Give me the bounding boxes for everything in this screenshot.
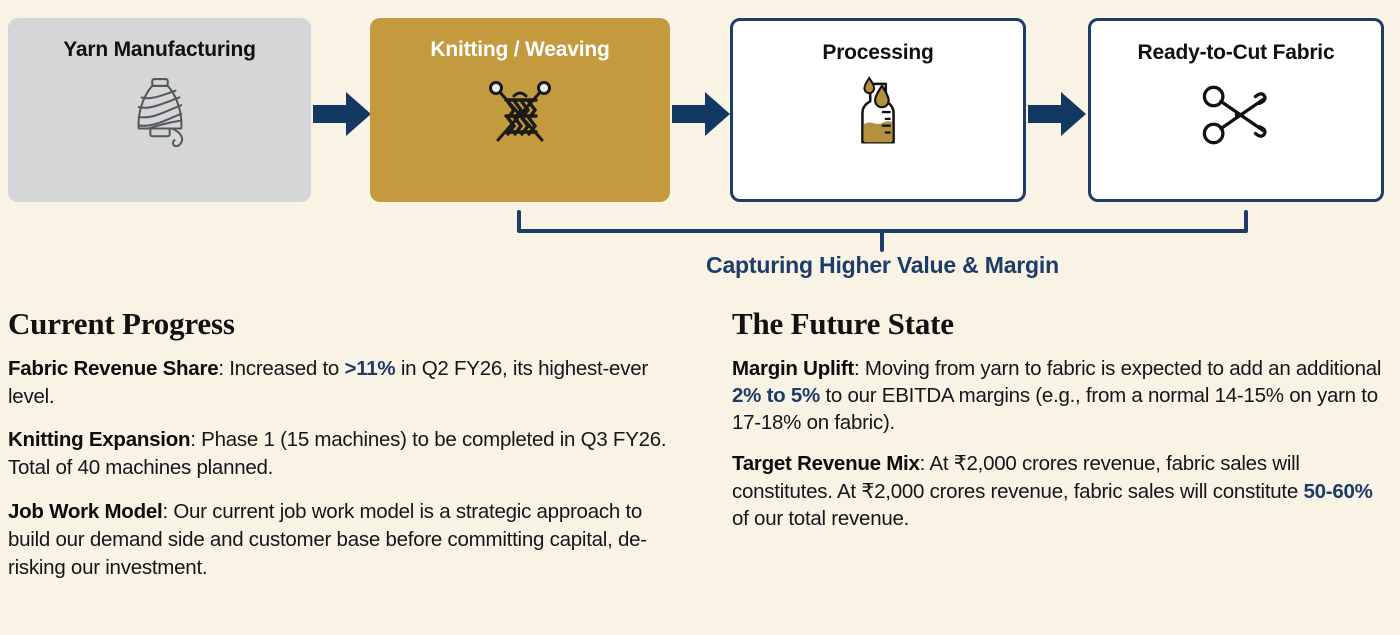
highlighted-metric: >11%	[344, 356, 396, 380]
beaker-droplet-icon	[835, 72, 921, 158]
paragraph-lead-label: Target Revenue Mix	[732, 452, 920, 476]
paragraph-text: to our EBITDA margins (e.g., from a norm…	[732, 383, 1378, 435]
yarn-spool-icon	[117, 69, 203, 155]
value-capture-bracket	[515, 208, 1250, 256]
flow-step-yarn-manufacturing[interactable]: Yarn Manufacturing	[8, 18, 311, 202]
arrow-processing-to-fabric	[1028, 92, 1086, 136]
flow-step-label: Processing	[822, 41, 934, 64]
column-current-progress: Current Progress Fabric Revenue Share: I…	[8, 306, 678, 598]
paragraph-text: : Moving from yarn to fabric is expected…	[854, 356, 1382, 380]
paragraph-text: : At ₹2,000 crores revenue, fabric sales…	[732, 452, 1304, 503]
flow-step-ready-to-cut-fabric[interactable]: Ready-to-Cut Fabric	[1088, 18, 1384, 202]
column-heading: Current Progress	[8, 306, 235, 341]
column-future-state: The Future State Margin Uplift: Moving f…	[732, 306, 1392, 546]
paragraph-list: Fabric Revenue Share: Increased to >11% …	[8, 355, 678, 583]
column-heading: The Future State	[732, 306, 954, 341]
paragraph-text: : Increased to	[218, 356, 345, 380]
body-paragraph: Margin Uplift: Moving from yarn to fabri…	[732, 355, 1392, 437]
paragraph-text: : Our current job work model is a strate…	[8, 499, 647, 580]
bracket-caption: Capturing Higher Value & Margin	[706, 252, 1059, 278]
paragraph-text: in Q2 FY26, its highest-ever level.	[8, 356, 648, 408]
highlighted-metric: 2% to 5%	[732, 383, 820, 407]
knitting-needles-icon	[477, 69, 563, 155]
paragraph-text: : Phase 1 (15 machines) to be completed …	[8, 428, 667, 480]
body-paragraph: Target Revenue Mix: At ₹2,000 crores rev…	[732, 450, 1392, 532]
arrow-knitting-to-processing	[672, 92, 730, 136]
scissors-icon	[1193, 72, 1279, 158]
flow-step-label: Ready-to-Cut Fabric	[1137, 41, 1335, 64]
paragraph-lead-label: Margin Uplift	[732, 356, 855, 380]
body-paragraph: Knitting Expansion: Phase 1 (15 machines…	[8, 426, 678, 483]
body-paragraph: Job Work Model: Our current job work mod…	[8, 498, 678, 583]
arrow-yarn-to-knitting	[313, 92, 371, 136]
paragraph-list: Margin Uplift: Moving from yarn to fabri…	[732, 355, 1392, 533]
body-paragraph: Fabric Revenue Share: Increased to >11% …	[8, 355, 678, 412]
flow-step-label: Knitting / Weaving	[430, 38, 610, 61]
highlighted-metric: 50-60%	[1303, 479, 1373, 503]
paragraph-lead-label: Fabric Revenue Share	[8, 356, 219, 380]
flow-step-processing[interactable]: Processing	[730, 18, 1026, 202]
flow-step-knitting-weaving[interactable]: Knitting / Weaving	[370, 18, 670, 202]
paragraph-lead-label: Job Work Model	[8, 499, 163, 523]
paragraph-lead-label: Knitting Expansion	[8, 428, 191, 452]
paragraph-text: of our total revenue.	[732, 506, 910, 530]
flow-step-label: Yarn Manufacturing	[63, 38, 256, 61]
